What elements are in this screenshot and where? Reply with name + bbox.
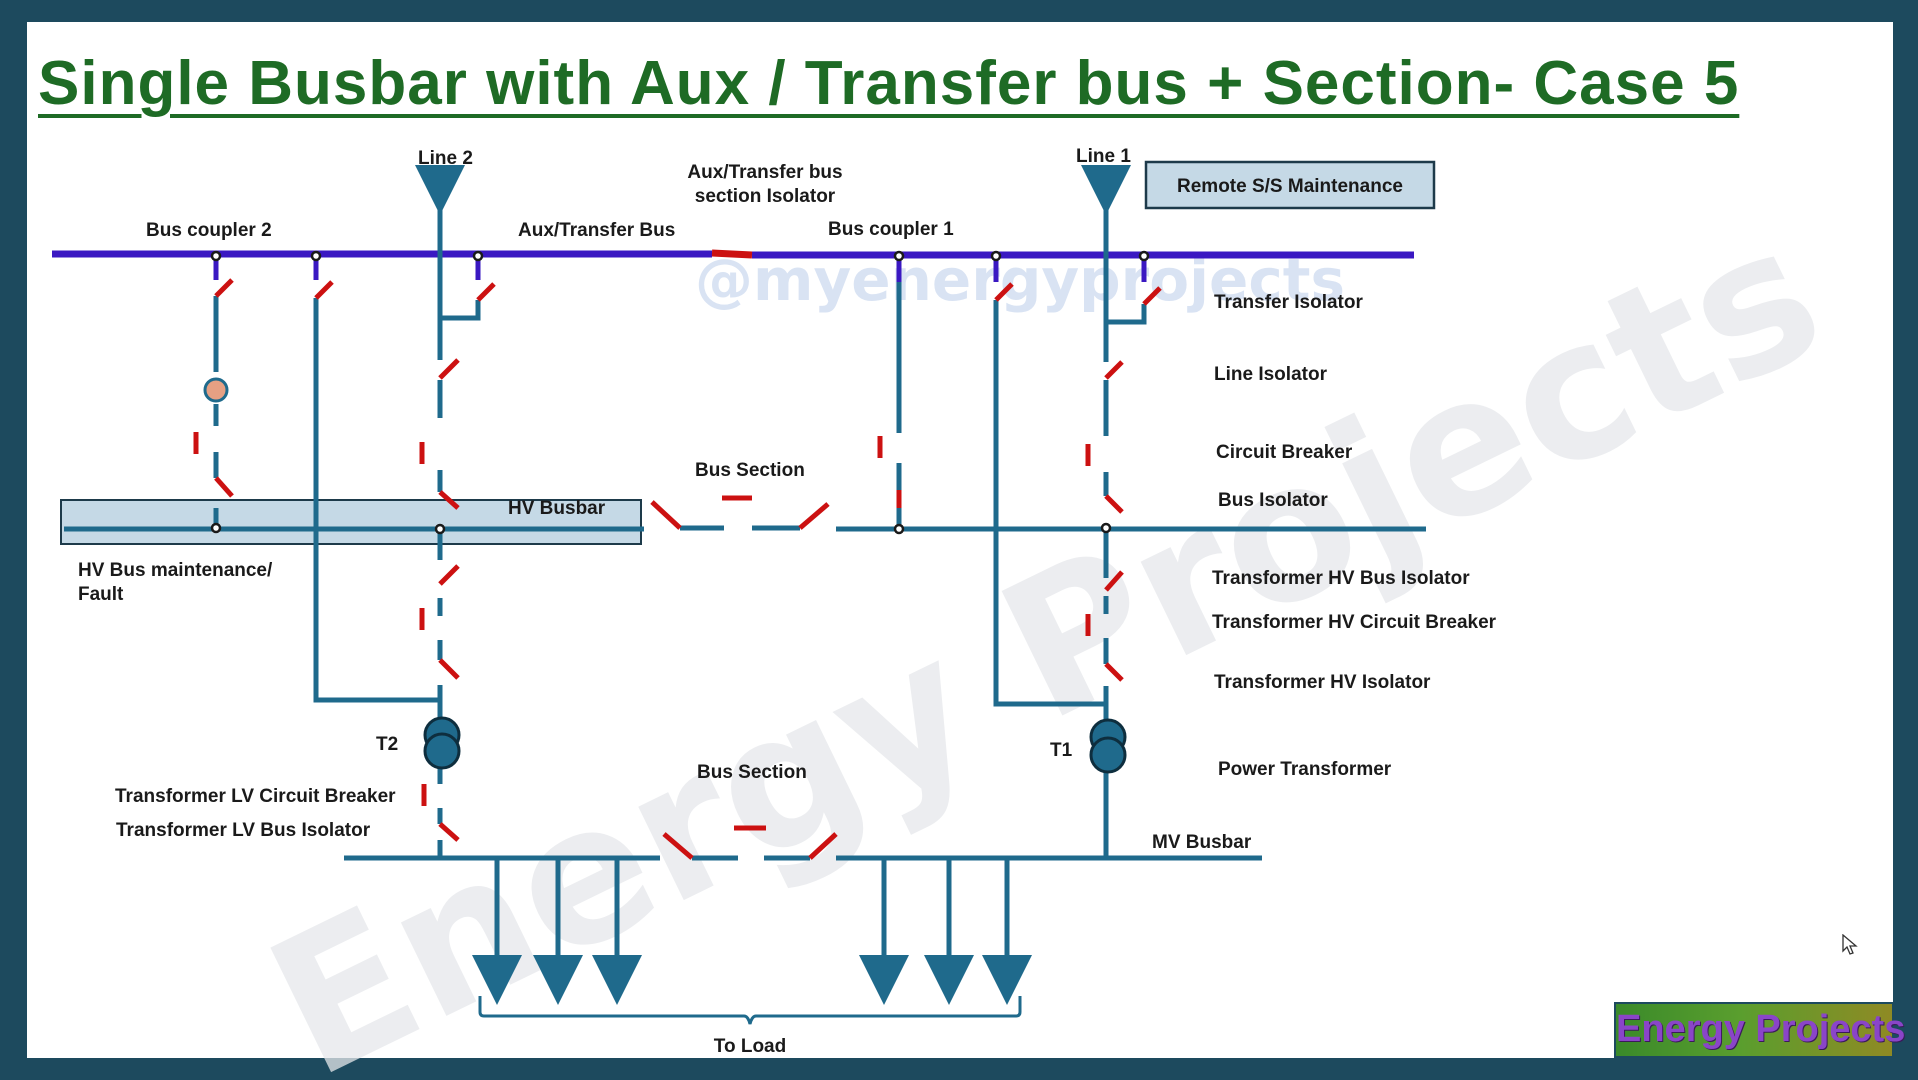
label-hv-maintenance-2: Fault bbox=[78, 584, 124, 605]
label-line-1: Line 1 bbox=[1076, 146, 1131, 167]
label-aux-transfer-bus: Aux/Transfer Bus bbox=[518, 220, 675, 241]
label-tx-hv-isolator: Transformer HV Isolator bbox=[1214, 672, 1431, 693]
label-t2: T2 bbox=[376, 734, 398, 755]
transformer-t1 bbox=[1089, 718, 1127, 774]
label-tx-lv-bus-isolator: Transformer LV Bus Isolator bbox=[116, 820, 371, 841]
page-title: Single Busbar with Aux / Transfer bus + … bbox=[38, 49, 1740, 118]
label-circuit-breaker: Circuit Breaker bbox=[1216, 442, 1353, 463]
mouse-pointer-icon bbox=[1842, 934, 1858, 955]
remote-maintenance-box bbox=[1144, 160, 1436, 210]
aux-section-isolator bbox=[711, 249, 753, 259]
label-tx-hv-circuit-breaker: Transformer HV Circuit Breaker bbox=[1212, 612, 1497, 633]
label-aux-section-isolator-2: section Isolator bbox=[695, 186, 836, 207]
label-to-load: To Load bbox=[714, 1036, 786, 1057]
conductors bbox=[64, 165, 1426, 1005]
label-line-isolator: Line Isolator bbox=[1214, 364, 1328, 385]
label-bus-isolator: Bus Isolator bbox=[1218, 490, 1328, 511]
label-line-2: Line 2 bbox=[418, 148, 473, 169]
label-hv-busbar: HV Busbar bbox=[508, 498, 606, 519]
label-bus-coupler-1: Bus coupler 1 bbox=[828, 219, 954, 240]
label-remote-maintenance: Remote S/S Maintenance bbox=[1177, 176, 1403, 197]
switchgear bbox=[193, 278, 1162, 860]
transformer-t2 bbox=[423, 716, 461, 770]
label-bus-section-hv: Bus Section bbox=[695, 460, 805, 481]
label-t1: T1 bbox=[1050, 740, 1073, 761]
label-aux-section-isolator: Aux/Transfer bus bbox=[687, 162, 842, 183]
label-tx-lv-circuit-breaker: Transformer LV Circuit Breaker bbox=[115, 786, 396, 807]
label-hv-maintenance: HV Bus maintenance/ bbox=[78, 560, 273, 581]
aux-transfer-bus bbox=[52, 250, 1414, 259]
logo-text: Energy Projects bbox=[1616, 1008, 1906, 1050]
junction-nodes bbox=[210, 250, 1150, 535]
label-tx-hv-bus-isolator: Transformer HV Bus Isolator bbox=[1212, 568, 1470, 589]
coupler-2-breaker bbox=[203, 377, 229, 403]
hv-maintenance-box bbox=[60, 499, 642, 545]
load-brace bbox=[478, 996, 1022, 1025]
label-mv-busbar: MV Busbar bbox=[1152, 832, 1252, 853]
label-bus-coupler-2: Bus coupler 2 bbox=[146, 220, 272, 241]
label-transfer-isolator: Transfer Isolator bbox=[1214, 292, 1363, 313]
label-bus-section-mv: Bus Section bbox=[697, 762, 807, 783]
energy-projects-logo: Energy Projects bbox=[1614, 1002, 1906, 1058]
label-power-transformer: Power Transformer bbox=[1218, 759, 1392, 780]
